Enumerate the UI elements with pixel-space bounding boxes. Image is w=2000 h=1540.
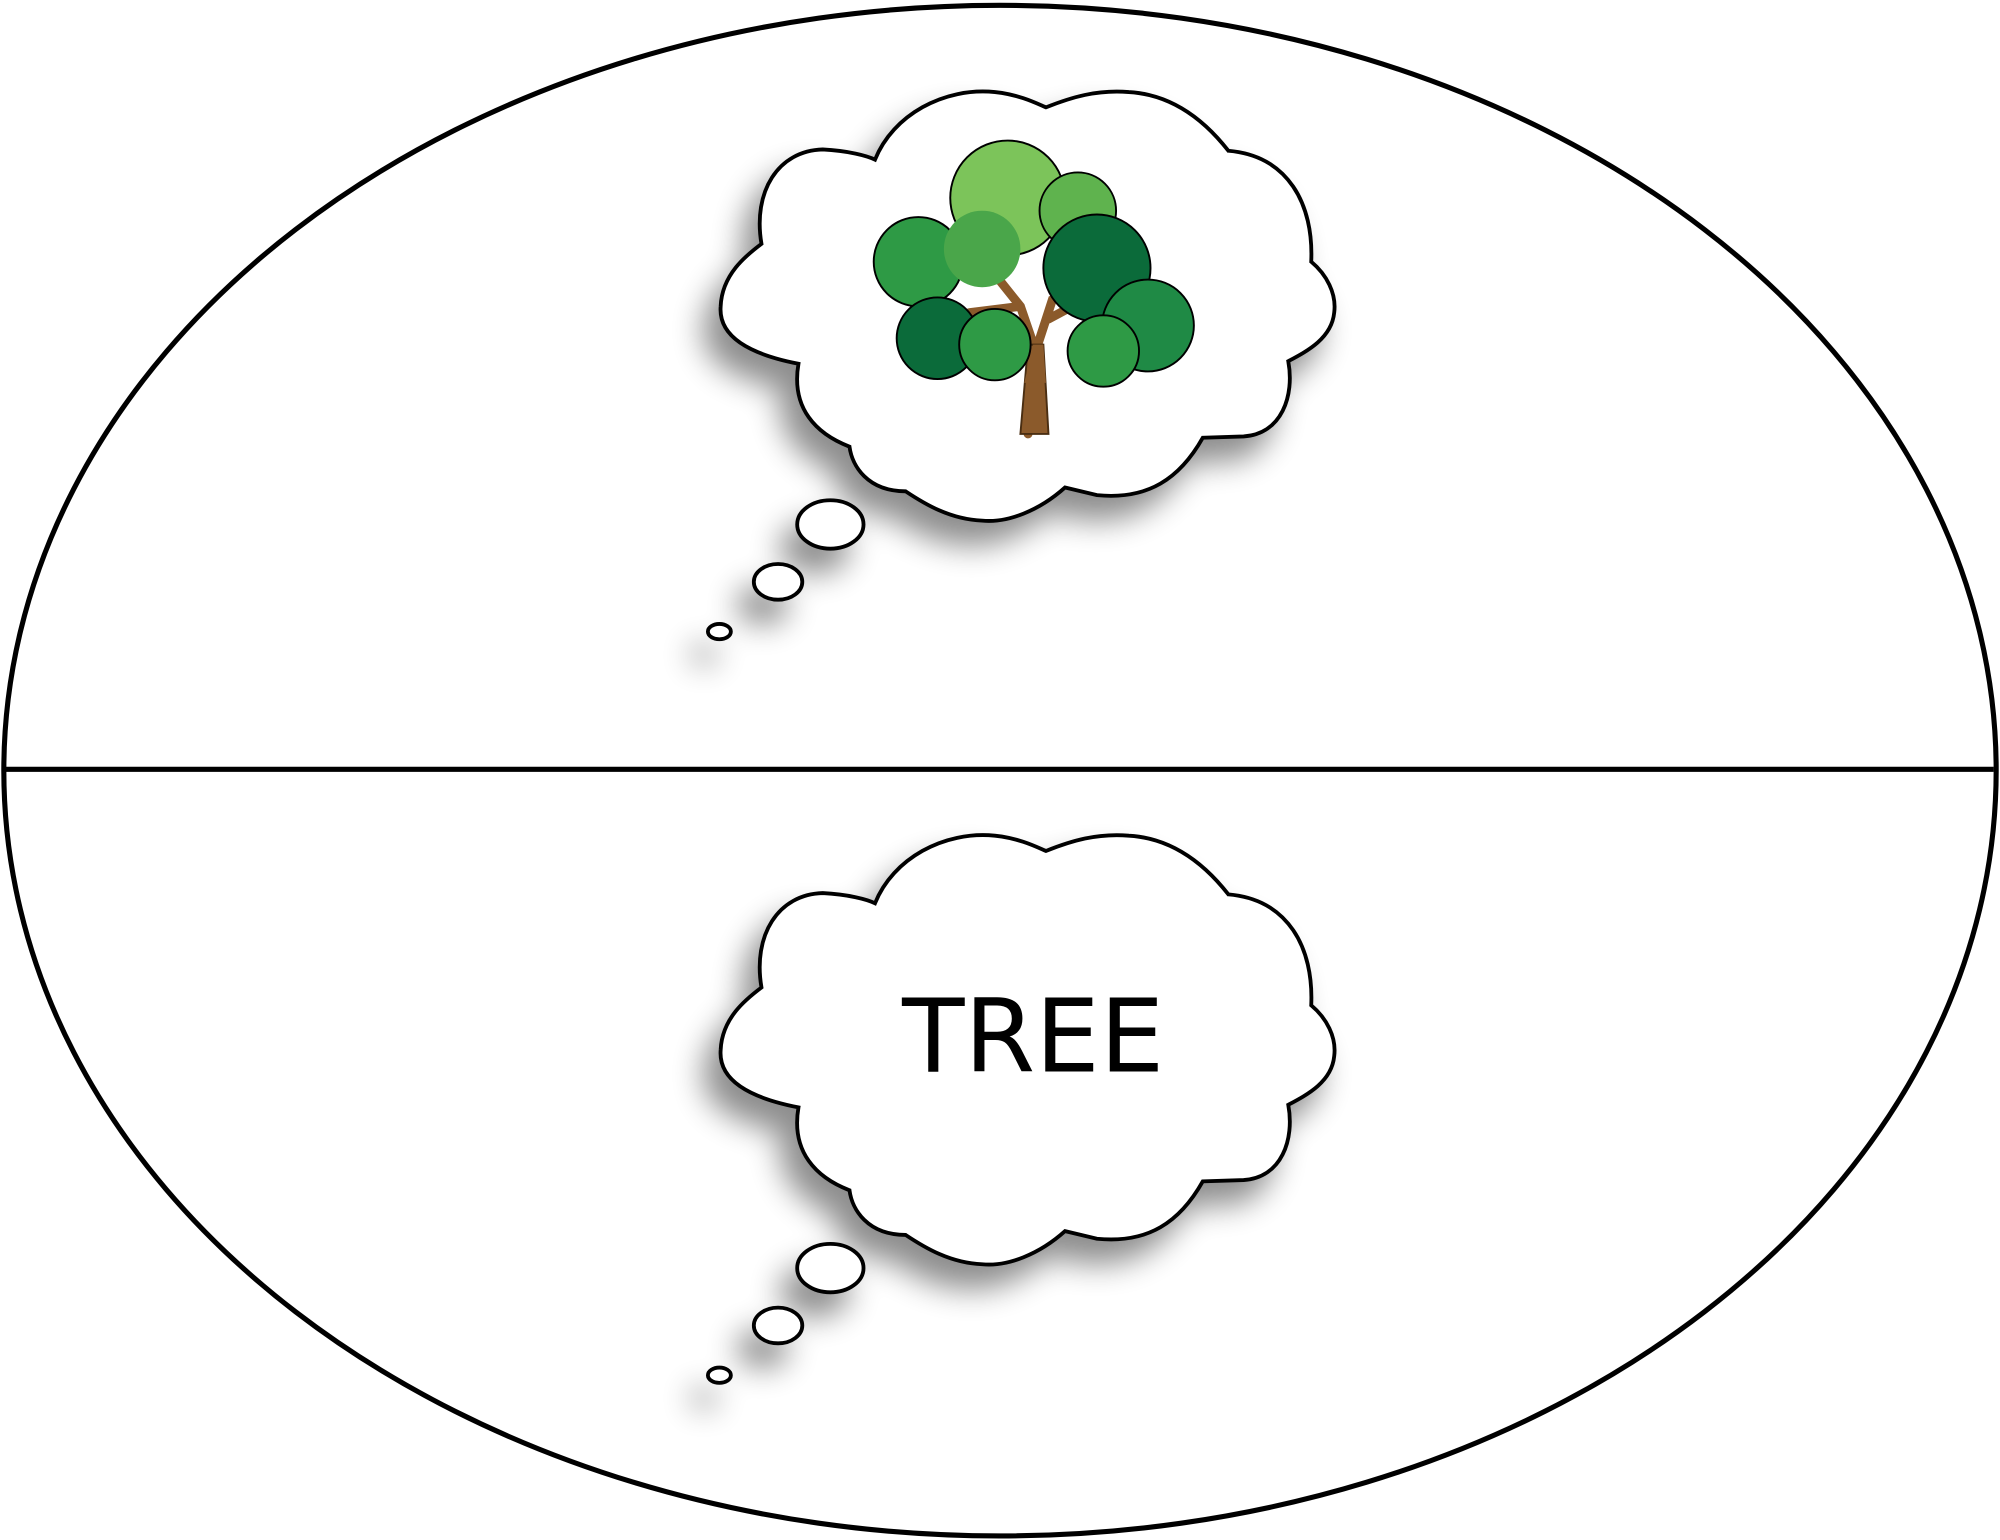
tree-icon: [872, 139, 1195, 439]
tree-label: TREE: [901, 978, 1164, 1097]
